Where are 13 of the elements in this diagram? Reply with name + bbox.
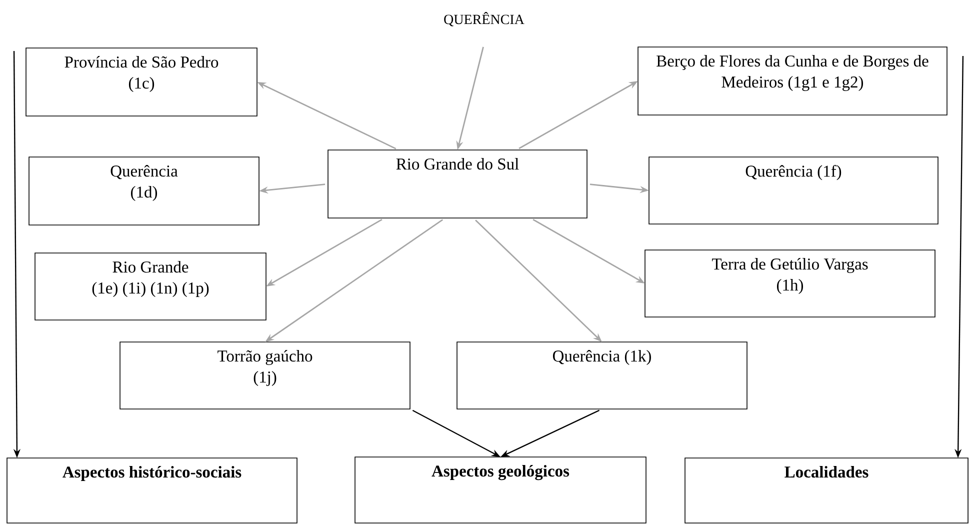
central-box: Rio Grande do Sul [328,150,588,218]
category-box: Terra de Getúlio Vargas (1h) [644,250,936,318]
category-box: Querência (1f) [648,156,938,224]
heading-text: QUERÊNCIA [444,12,524,26]
category-box: Província de São Pedro (1c) [26,48,258,116]
group-box: Localidades [684,458,968,524]
group-box: Aspectos histórico-sociais [6,458,298,524]
group-box: Aspectos geológicos [354,456,646,524]
category-box: Rio Grande (1e) (1i) (1n) (1p) [34,252,266,320]
category-box: Torrão gaúcho (1j) [120,342,410,410]
category-box: Querência (1d) [28,156,260,226]
category-box: Querência (1k) [456,342,748,410]
category-box: Berço de Flores da Cunha e de Borges de Medeiros (1g1 e 1g2) [638,46,948,116]
